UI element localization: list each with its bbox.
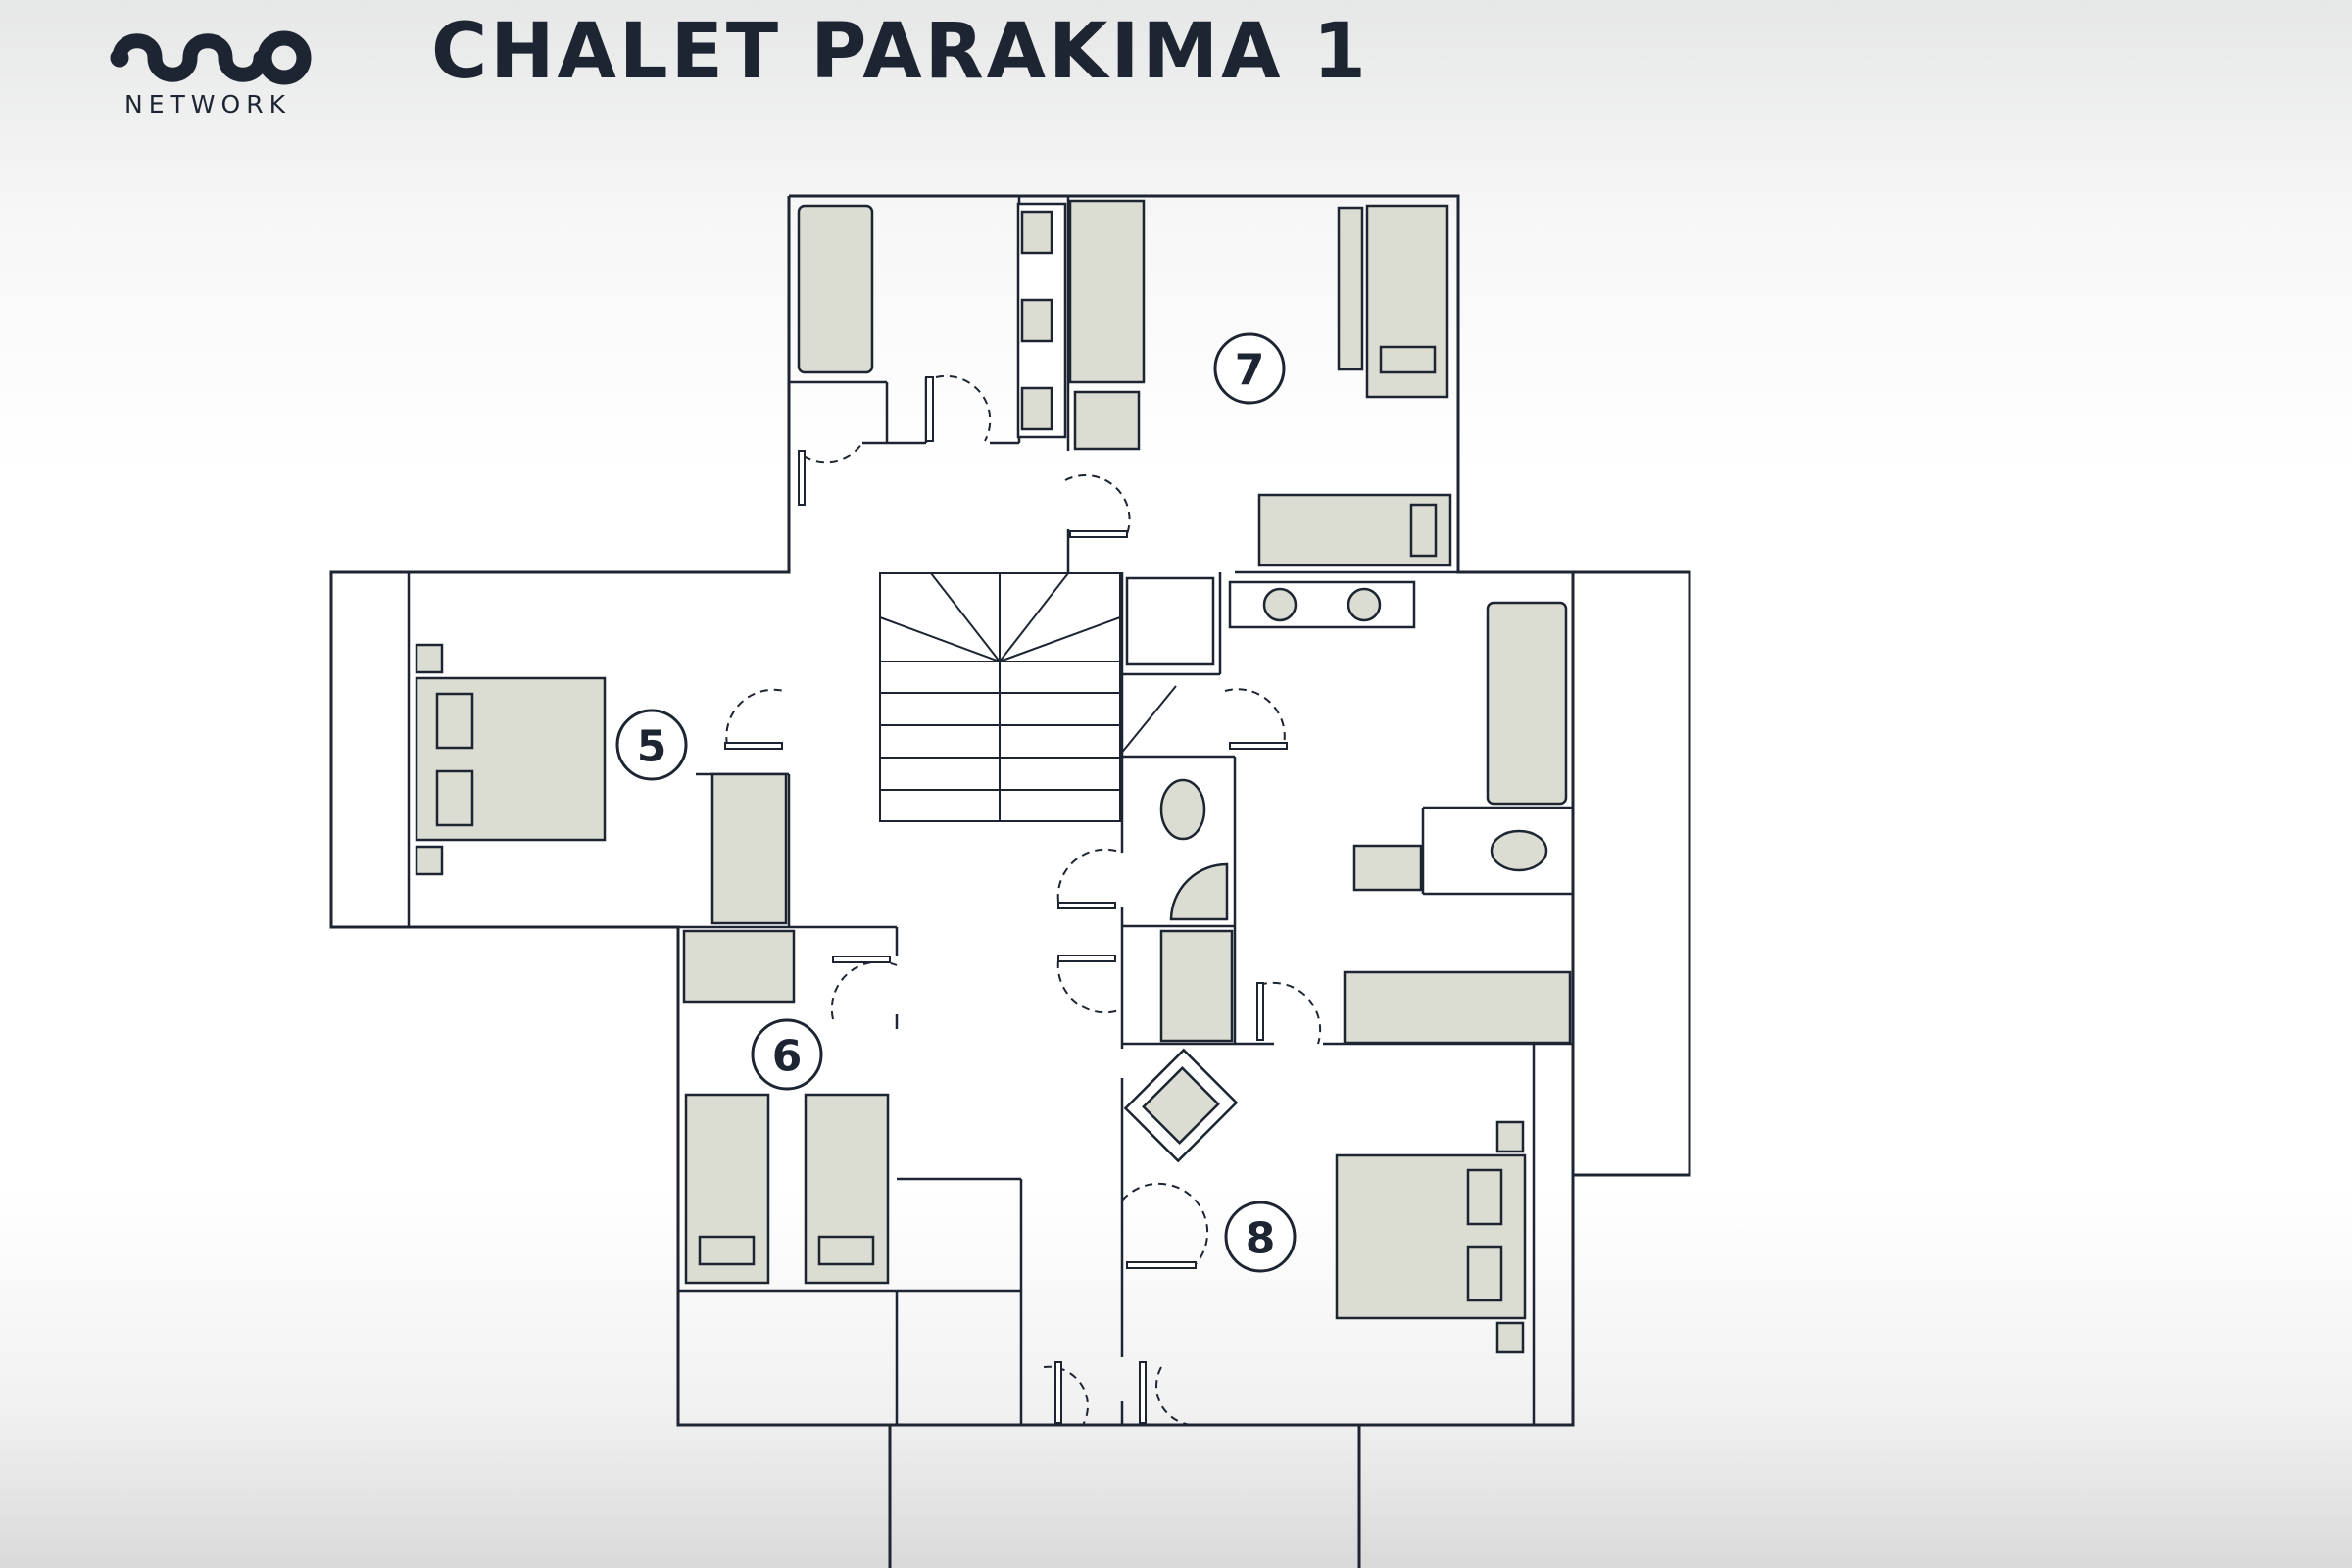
network-logo-icon bbox=[110, 30, 312, 85]
wardrobe bbox=[682, 929, 796, 1004]
sink-counter bbox=[1228, 580, 1416, 629]
room-marker-5: 5 bbox=[615, 709, 688, 781]
exterior-walls bbox=[329, 194, 1691, 1568]
wardrobe bbox=[1068, 199, 1146, 384]
wardrobe bbox=[710, 772, 788, 925]
sink-icon bbox=[1020, 210, 1054, 255]
corner-sink-icon bbox=[1169, 862, 1229, 921]
room-marker-7: 7 bbox=[1213, 332, 1286, 405]
pillow bbox=[1466, 1168, 1503, 1226]
sink-icon bbox=[1347, 587, 1382, 622]
room-number: 7 bbox=[1235, 346, 1265, 396]
pillow bbox=[1379, 345, 1437, 374]
room-number: 6 bbox=[772, 1032, 803, 1082]
chair bbox=[1409, 503, 1438, 558]
pillow bbox=[1466, 1245, 1503, 1302]
room-number: 8 bbox=[1246, 1214, 1276, 1264]
nightstand bbox=[1495, 1321, 1525, 1354]
pillow bbox=[435, 692, 474, 750]
bathtub-icon bbox=[1486, 601, 1568, 806]
room-number: 5 bbox=[637, 722, 667, 772]
cabinet bbox=[1073, 390, 1141, 451]
room-marker-8: 8 bbox=[1224, 1200, 1297, 1273]
door-swing-icon bbox=[725, 374, 1322, 1427]
toilet-icon bbox=[1490, 829, 1548, 872]
toilet-icon bbox=[1159, 778, 1206, 841]
page-title: CHALET PARAKIMA 1 bbox=[431, 8, 1369, 96]
bathtub-icon bbox=[797, 204, 874, 374]
staircase-icon bbox=[879, 572, 1177, 822]
wardrobe bbox=[1343, 970, 1572, 1045]
brand-name: NETWORK bbox=[124, 90, 291, 119]
sink-icon bbox=[1020, 298, 1054, 343]
nightstand bbox=[415, 643, 444, 674]
cabinet bbox=[1159, 929, 1234, 1043]
sink-icon bbox=[1262, 587, 1298, 622]
vanity bbox=[1352, 844, 1423, 892]
pillow bbox=[698, 1235, 756, 1266]
room-marker-6: 6 bbox=[751, 1018, 823, 1091]
bed-icon bbox=[1337, 206, 1364, 371]
nightstand bbox=[1495, 1120, 1525, 1153]
pillow bbox=[435, 769, 474, 827]
shower-icon bbox=[1125, 576, 1215, 666]
pillow bbox=[817, 1235, 875, 1266]
armchair-icon bbox=[1123, 1048, 1239, 1163]
sink-icon bbox=[1020, 386, 1054, 431]
nightstand bbox=[415, 845, 444, 876]
